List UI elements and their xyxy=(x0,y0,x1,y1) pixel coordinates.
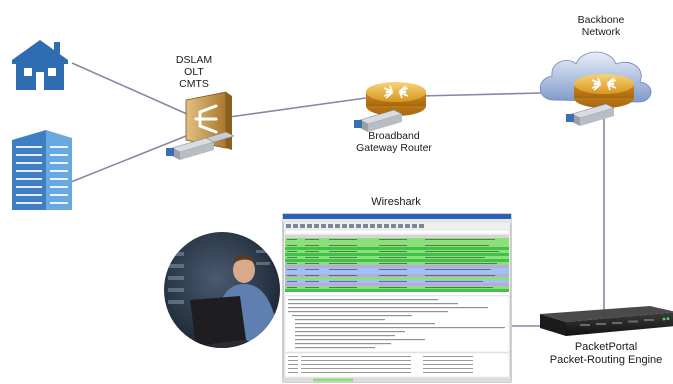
dslam-label-line3: CMTS xyxy=(179,78,209,90)
backbone-label-line2: Network xyxy=(581,26,621,38)
sfp-transceiver-icon xyxy=(566,103,615,126)
link-house-dslam xyxy=(71,62,197,119)
broadband-label-line2: Gateway Router xyxy=(356,142,432,154)
wireshark-label: Wireshark xyxy=(371,196,421,208)
packet-list xyxy=(285,238,509,295)
dslam-label-line1: DSLAM xyxy=(175,54,213,66)
packetportal-label: PacketPortal Packet-Routing Engine xyxy=(546,341,666,367)
status-bar xyxy=(283,378,511,382)
person-laptop-photo xyxy=(164,232,280,348)
network-links xyxy=(65,62,605,327)
link-dslam-router xyxy=(221,95,381,119)
broadband-label-line1: Broadband xyxy=(368,130,420,142)
office-building-icon xyxy=(12,130,72,210)
packetportal-label-line1: PacketPortal xyxy=(574,341,638,353)
sfp-transceiver-icon xyxy=(166,131,235,160)
broadband-router-label: Broadband Gateway Router xyxy=(344,130,444,154)
toolbar xyxy=(286,224,424,228)
sfp-transceiver-icon xyxy=(354,109,403,132)
packet-list-header xyxy=(285,235,509,238)
backbone-network-label: Backbone Network xyxy=(556,14,646,38)
menu-bar xyxy=(283,219,511,223)
router-icon xyxy=(574,74,634,108)
router-icon xyxy=(366,82,426,116)
link-office-dslam xyxy=(65,131,197,185)
rack-server-icon xyxy=(540,306,673,336)
wireshark-window xyxy=(282,213,512,383)
title-bar xyxy=(283,214,511,219)
backbone-label-line1: Backbone xyxy=(577,14,625,26)
house-icon xyxy=(12,40,68,90)
packetportal-label-line2: Packet-Routing Engine xyxy=(549,354,663,366)
dslam-label: DSLAM OLT CMTS xyxy=(164,54,224,90)
dslam-label-line2: OLT xyxy=(184,66,204,78)
filter-bar xyxy=(284,229,510,235)
